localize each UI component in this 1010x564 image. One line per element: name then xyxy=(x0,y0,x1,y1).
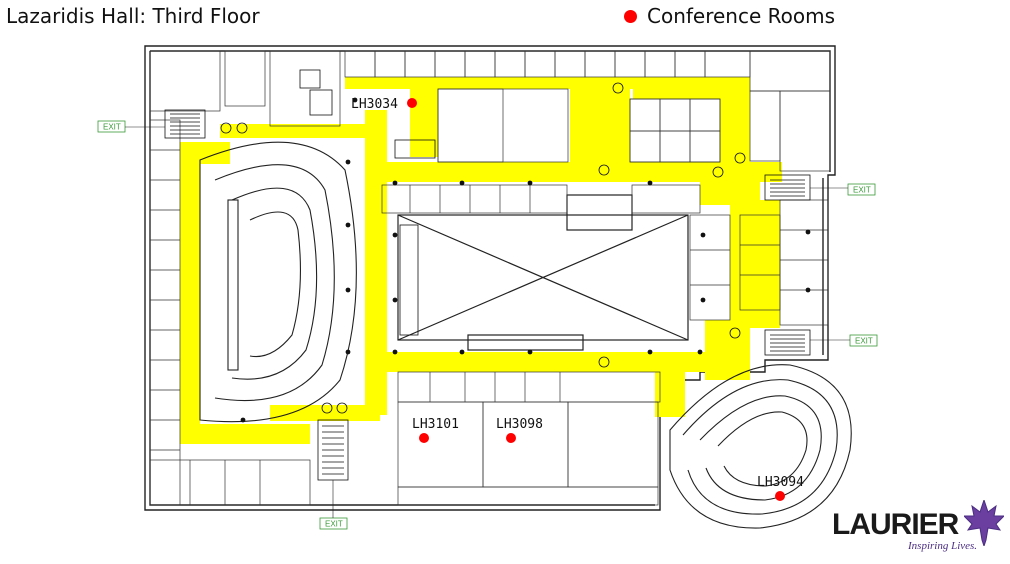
legend-label: Conference Rooms xyxy=(647,4,836,28)
structural-columns xyxy=(240,97,811,423)
room-marker-lh3094[interactable]: LH3094 xyxy=(757,475,804,501)
room-label-lh3034: LH3034 xyxy=(351,97,398,112)
conference-room-marker-icon xyxy=(775,491,785,501)
logo-wordmark: LAURIER xyxy=(832,508,959,541)
logo-tagline: Inspiring Lives. xyxy=(908,540,978,552)
lecture-theatre xyxy=(669,364,852,529)
maple-leaf-icon xyxy=(964,500,1004,546)
room-label-lh3101: LH3101 xyxy=(412,417,459,432)
exit-sign: EXIT EXIT EXIT EXIT xyxy=(97,120,878,530)
svg-text:EXIT: EXIT xyxy=(103,123,121,132)
laurier-logo: LAURIER Inspiring Lives. xyxy=(832,500,1004,552)
exit-leaders xyxy=(125,126,850,518)
legend-marker-icon xyxy=(624,9,637,23)
room-marker-lh3098[interactable]: LH3098 xyxy=(496,417,543,443)
auditorium xyxy=(199,141,357,423)
elevator-icon xyxy=(220,69,746,414)
svg-text:EXIT: EXIT xyxy=(853,186,871,195)
conference-room-marker-icon xyxy=(419,433,429,443)
conference-room-marker-icon xyxy=(506,433,516,443)
atrium xyxy=(397,194,689,351)
room-marker-lh3101[interactable]: LH3101 xyxy=(412,417,459,443)
svg-text:EXIT: EXIT xyxy=(855,337,873,346)
conference-room-marker-icon xyxy=(407,98,417,108)
legend: Conference Rooms xyxy=(624,4,835,28)
room-label-lh3094: LH3094 xyxy=(757,475,804,490)
corridors xyxy=(180,77,782,444)
room-label-lh3098: LH3098 xyxy=(496,417,543,432)
map-title: Lazaridis Hall: Third Floor xyxy=(6,4,260,28)
room-marker-lh3034[interactable]: LH3034 xyxy=(351,97,417,112)
svg-text:EXIT: EXIT xyxy=(325,520,343,529)
